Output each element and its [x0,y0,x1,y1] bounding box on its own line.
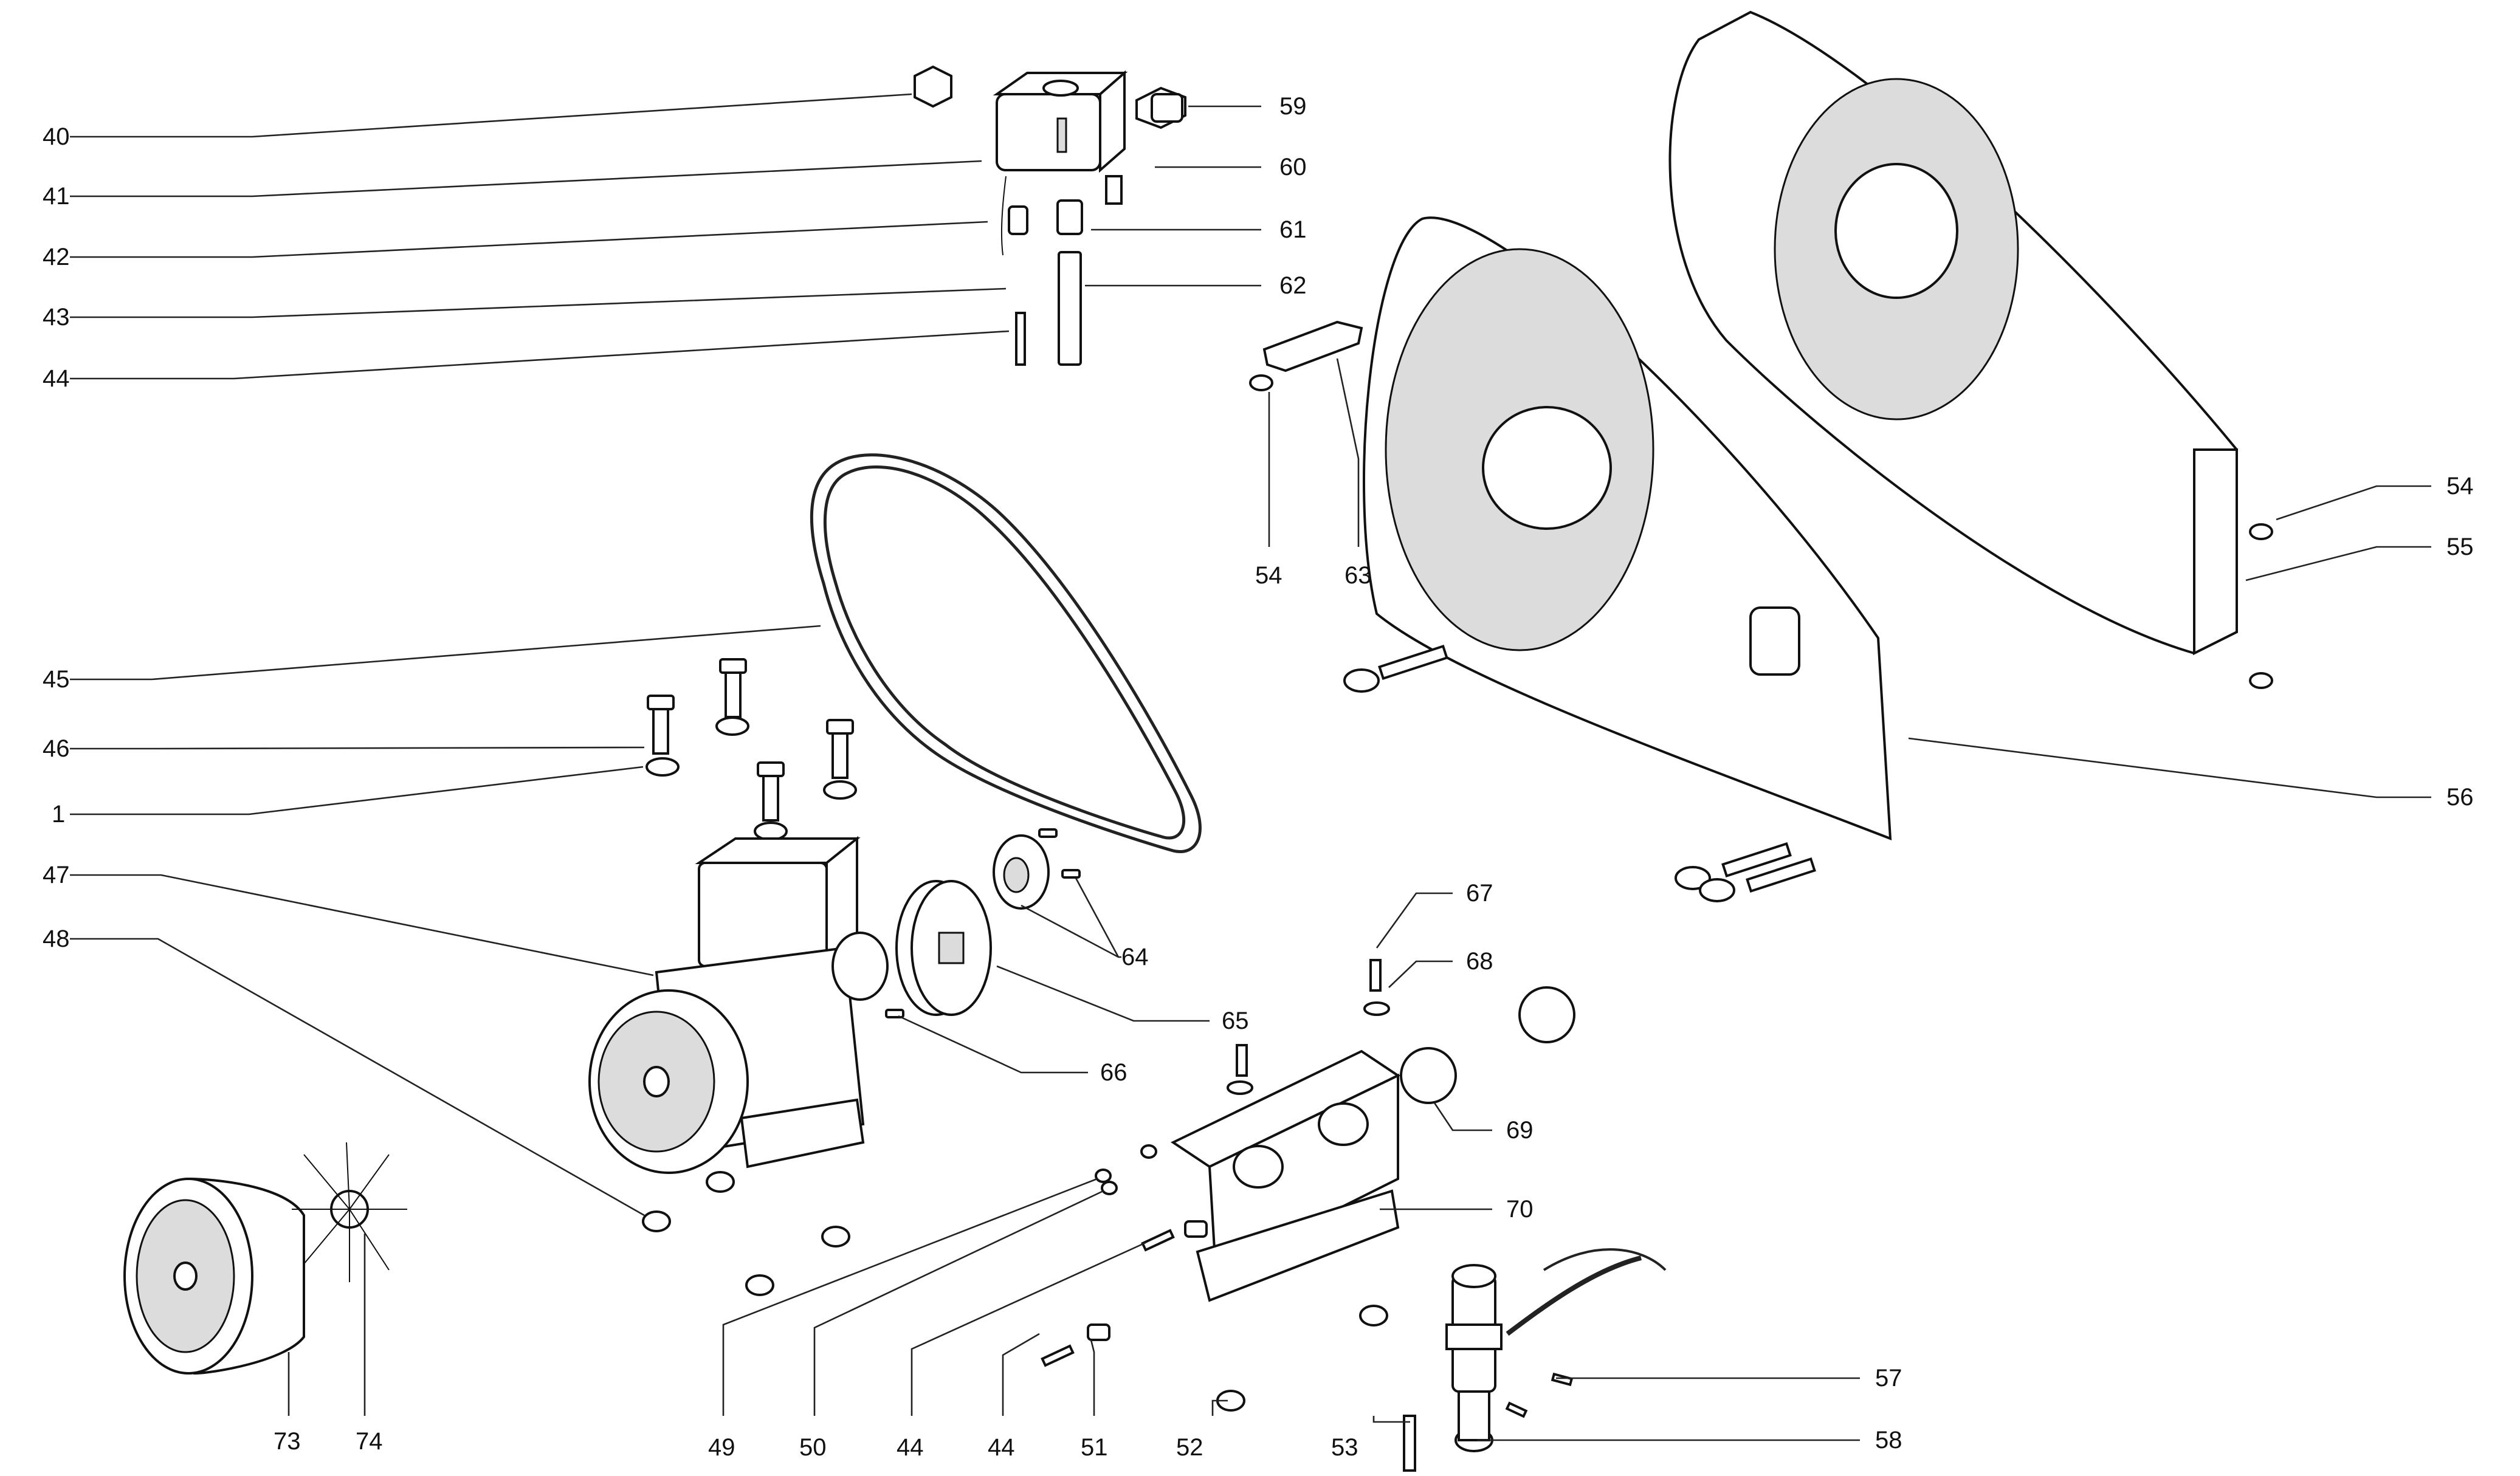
v-belt [810,453,1202,853]
callout-numbers: 40 41 42 43 44 59 60 61 62 54 63 54 55 5… [43,93,2474,1461]
small-fittings [1041,1144,1208,1367]
belt-guard [1363,10,2238,840]
callout-59: 59 [1279,93,1307,120]
callout-60: 60 [1279,154,1307,180]
callout-40: 40 [43,123,70,150]
callout-48: 48 [43,925,70,952]
callout-61: 61 [1279,216,1307,243]
callout-70: 70 [1506,1196,1534,1223]
callout-54: 54 [1255,562,1282,589]
leader-lines [70,93,2431,1441]
callout-68: 68 [1466,948,1493,975]
hex-nuts [642,1171,1388,1412]
callout-44-b: 44 [897,1434,924,1461]
callout-57: 57 [1875,1365,1902,1392]
callout-46: 46 [43,735,70,762]
gauge-bracket [1170,959,1575,1302]
pulley [885,828,1081,1018]
callout-74: 74 [356,1428,383,1455]
callout-45: 45 [43,666,70,693]
callout-54-right: 54 [2446,473,2474,499]
callout-69: 69 [1506,1117,1534,1144]
callout-56: 56 [2446,784,2474,811]
callout-55: 55 [2446,534,2474,560]
callout-41: 41 [43,183,70,210]
callout-67: 67 [1466,880,1493,907]
callout-51: 51 [1081,1434,1108,1461]
callout-42: 42 [43,244,70,270]
callout-50: 50 [799,1434,827,1461]
callout-44-c: 44 [988,1434,1015,1461]
callout-1: 1 [52,801,65,828]
guard-bracket [1249,320,2273,902]
callout-62: 62 [1279,272,1307,299]
callout-66: 66 [1100,1059,1127,1086]
callout-73: 73 [274,1428,301,1455]
callout-53: 53 [1331,1434,1358,1461]
pressure-switch-assembly [914,65,1186,366]
callout-47: 47 [43,862,70,888]
callout-58: 58 [1875,1427,1902,1454]
callout-43: 43 [43,304,70,331]
fan-cover-and-fan [123,1142,407,1375]
filter-regulator [1403,1248,1667,1472]
callout-44: 44 [43,365,70,392]
motor-bolts [645,658,857,841]
callout-64: 64 [1121,944,1149,970]
callout-49: 49 [708,1434,735,1461]
callout-63: 63 [1344,562,1372,589]
callout-65: 65 [1222,1007,1249,1034]
callout-52: 52 [1176,1434,1203,1461]
electric-motor [588,836,889,1174]
